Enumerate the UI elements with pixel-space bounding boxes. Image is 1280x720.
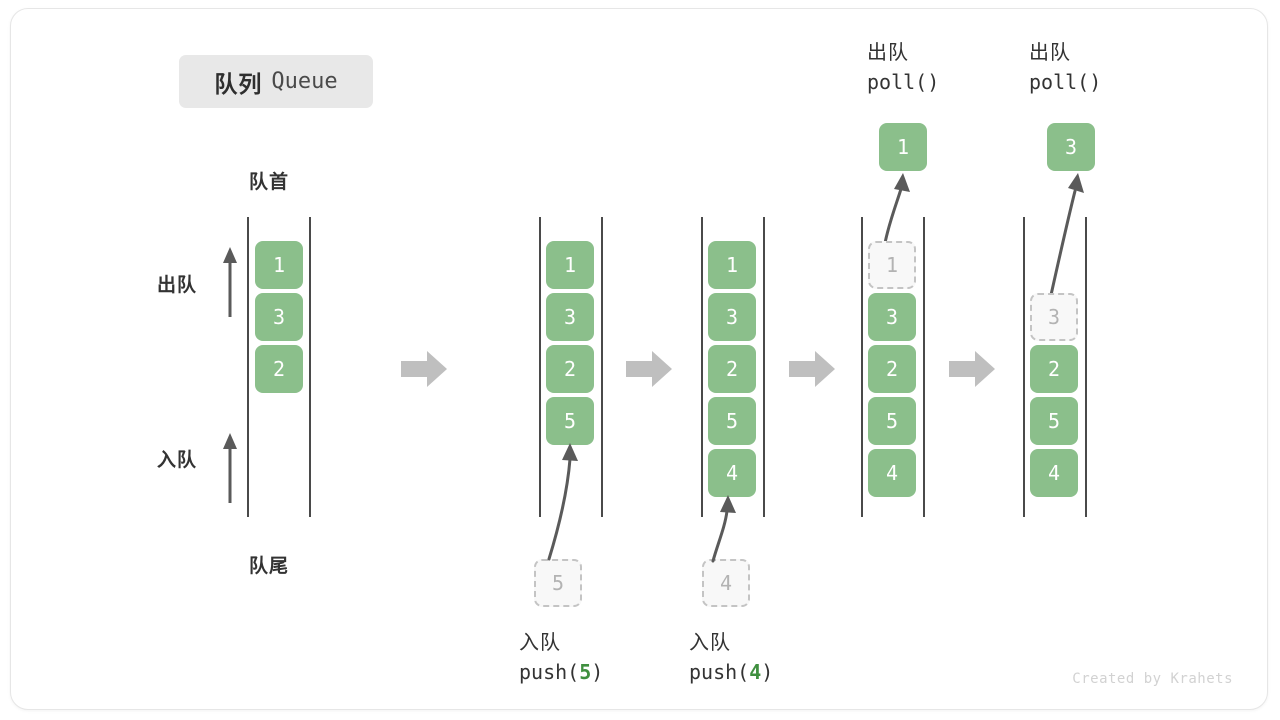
incoming-element-ghost: 4: [702, 559, 750, 607]
queue-element: 3: [708, 293, 756, 341]
queue-element-new: 5: [546, 397, 594, 445]
queue-rail-left: [247, 217, 249, 517]
queue-element-removed-ghost: 1: [868, 241, 916, 289]
queue-rail-left: [861, 217, 863, 517]
poll-caption-code: poll(): [1029, 70, 1102, 94]
queue-element: 2: [255, 345, 303, 393]
poll-motion-arrow-icon: [883, 173, 910, 245]
queue-element: 2: [546, 345, 594, 393]
push-motion-arrow-icon: [547, 443, 578, 561]
queue-rail-right: [309, 217, 311, 517]
queue-element: 2: [1030, 345, 1078, 393]
polled-element: 1: [879, 123, 927, 171]
diagram-card: 队列 Queue 队首 队尾 出队 入队 1 3 2: [10, 8, 1268, 710]
queue-element: 3: [868, 293, 916, 341]
queue-element: 4: [1030, 449, 1078, 497]
queue-rail-right: [923, 217, 925, 517]
credit-text: Created by Krahets: [1072, 671, 1233, 687]
push-caption-chinese: 入队: [519, 632, 561, 654]
transition-arrow-icon: [789, 351, 835, 387]
enqueue-direction-arrow-icon: [223, 433, 237, 503]
queue-element: 1: [708, 241, 756, 289]
queue-element: 3: [255, 293, 303, 341]
queue-element: 2: [868, 345, 916, 393]
push-4-caption: 入队 push(4): [689, 629, 773, 687]
poll-caption-chinese: 出队: [867, 42, 909, 64]
title-chinese: 队列: [214, 70, 263, 97]
queue-element: 5: [708, 397, 756, 445]
poll-caption-code: poll(): [867, 70, 940, 94]
incoming-element-ghost: 5: [534, 559, 582, 607]
dequeue-direction-arrow-icon: [223, 247, 237, 317]
push-caption-chinese: 入队: [689, 632, 731, 654]
transition-arrow-icon: [401, 351, 447, 387]
queue-element: 5: [868, 397, 916, 445]
title-badge: 队列 Queue: [179, 55, 373, 108]
transition-arrow-icon: [949, 351, 995, 387]
polled-element: 3: [1047, 123, 1095, 171]
push-caption-code: push(5): [519, 660, 604, 684]
queue-element-removed-ghost: 3: [1030, 293, 1078, 341]
queue-rail-left: [539, 217, 541, 517]
queue-tail-label: 队尾: [249, 556, 290, 577]
title-english: Queue: [271, 69, 338, 94]
queue-rail-right: [763, 217, 765, 517]
queue-rail-left: [701, 217, 703, 517]
queue-element: 2: [708, 345, 756, 393]
dequeue-direction-label: 出队: [157, 275, 198, 296]
push-5-caption: 入队 push(5): [519, 629, 603, 687]
push-motion-arrow-icon: [711, 495, 736, 563]
queue-element: 4: [868, 449, 916, 497]
queue-element: 5: [1030, 397, 1078, 445]
transition-arrow-icon: [626, 351, 672, 387]
queue-element: 1: [546, 241, 594, 289]
poll-1-caption: 出队 poll(): [867, 39, 939, 97]
push-caption-code: push(4): [689, 660, 774, 684]
queue-element: 3: [546, 293, 594, 341]
poll-3-caption: 出队 poll(): [1029, 39, 1101, 97]
poll-motion-arrow-icon: [1049, 173, 1084, 297]
poll-caption-chinese: 出队: [1029, 42, 1071, 64]
queue-rail-right: [601, 217, 603, 517]
queue-element: 1: [255, 241, 303, 289]
queue-head-label: 队首: [249, 172, 290, 193]
queue-element-new: 4: [708, 449, 756, 497]
queue-rail-right: [1085, 217, 1087, 517]
enqueue-direction-label: 入队: [157, 450, 198, 471]
queue-rail-left: [1023, 217, 1025, 517]
